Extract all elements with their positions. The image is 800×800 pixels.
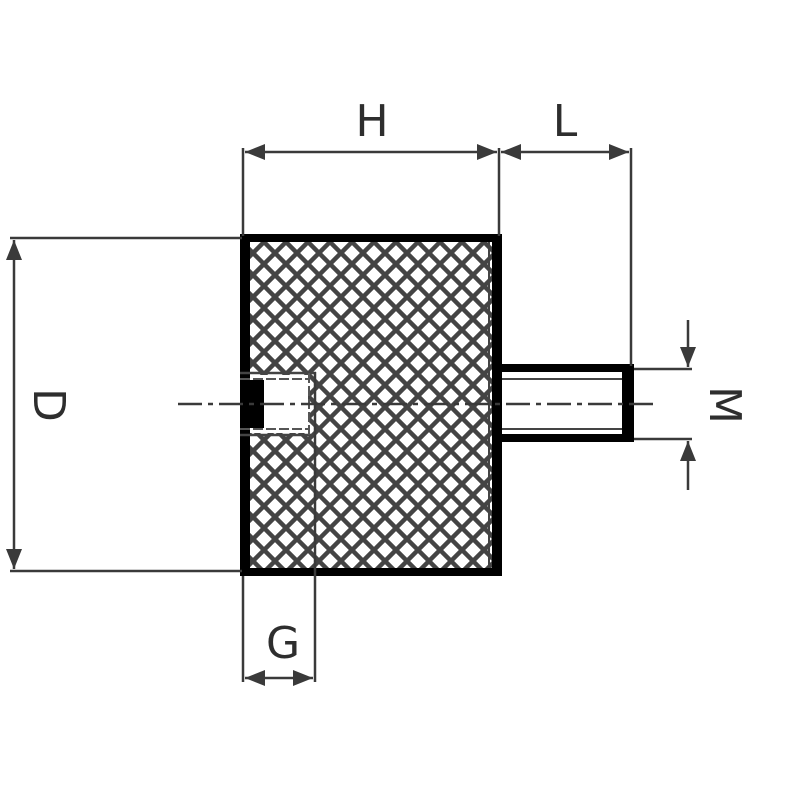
dimension-g: G bbox=[241, 372, 317, 686]
label-l: L bbox=[553, 96, 578, 147]
dimension-d: D bbox=[6, 236, 242, 573]
label-m: M bbox=[699, 386, 750, 424]
label-g: G bbox=[266, 618, 300, 669]
dimension-l: L bbox=[501, 96, 633, 366]
label-d: D bbox=[23, 388, 74, 422]
dimension-h: H bbox=[241, 96, 501, 236]
label-h: H bbox=[355, 96, 388, 147]
threaded-stud bbox=[502, 364, 634, 442]
internal-thread-hole bbox=[240, 371, 316, 437]
dimension-m: M bbox=[634, 320, 750, 490]
